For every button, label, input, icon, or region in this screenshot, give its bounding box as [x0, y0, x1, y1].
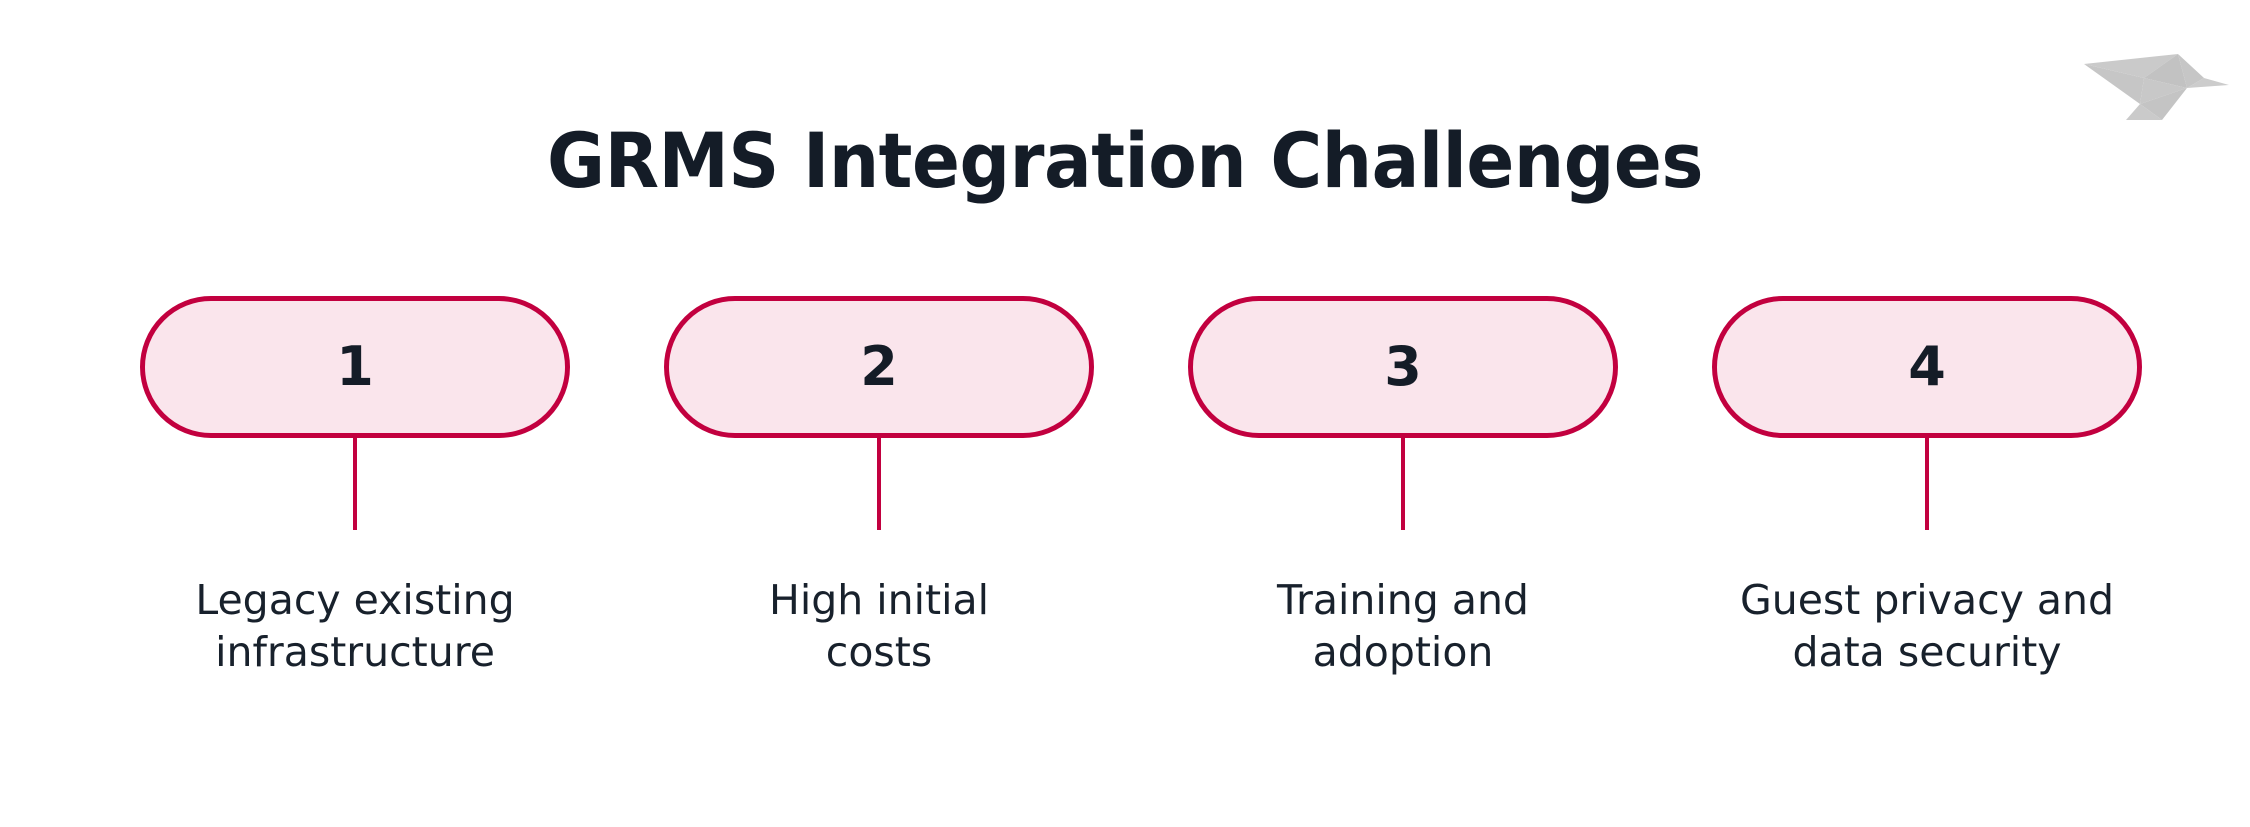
step-label-3-line1: Training and	[1277, 576, 1529, 624]
step-number-1: 1	[336, 335, 374, 398]
step-label-4: Guest privacy and data security	[1712, 574, 2142, 678]
step-connector-1	[353, 438, 357, 530]
step-item-1[interactable]: 1 Legacy existing infrastructure	[140, 296, 570, 678]
step-label-1: Legacy existing infrastructure	[140, 574, 570, 678]
step-connector-4	[1925, 438, 1929, 530]
step-badge-1[interactable]: 1	[140, 296, 570, 438]
step-label-2-line1: High initial	[768, 576, 989, 624]
step-label-4-line2: data security	[1792, 628, 2062, 676]
step-connector-3	[1401, 438, 1405, 530]
step-number-2: 2	[860, 335, 898, 398]
step-badge-2[interactable]: 2	[664, 296, 1094, 438]
step-label-1-line2: infrastructure	[215, 628, 495, 676]
step-label-3-line2: adoption	[1312, 628, 1494, 676]
step-label-2-line2: costs	[825, 628, 933, 676]
step-item-4[interactable]: 4 Guest privacy and data security	[1712, 296, 2142, 678]
step-number-4: 4	[1908, 335, 1946, 398]
step-label-1-line1: Legacy existing	[195, 576, 515, 624]
step-badge-3[interactable]: 3	[1188, 296, 1618, 438]
step-number-3: 3	[1384, 335, 1422, 398]
origami-bird-logo	[2082, 28, 2232, 120]
step-label-4-line1: Guest privacy and	[1739, 576, 2115, 624]
step-connector-2	[877, 438, 881, 530]
step-item-3[interactable]: 3 Training and adoption	[1188, 296, 1618, 678]
step-item-2[interactable]: 2 High initial costs	[664, 296, 1094, 678]
step-label-2: High initial costs	[664, 574, 1094, 678]
steps-row: 1 Legacy existing infrastructure 2 High …	[140, 296, 2142, 678]
step-badge-4[interactable]: 4	[1712, 296, 2142, 438]
page-title: GRMS Integration Challenges	[547, 115, 1703, 205]
step-label-3: Training and adoption	[1188, 574, 1618, 678]
